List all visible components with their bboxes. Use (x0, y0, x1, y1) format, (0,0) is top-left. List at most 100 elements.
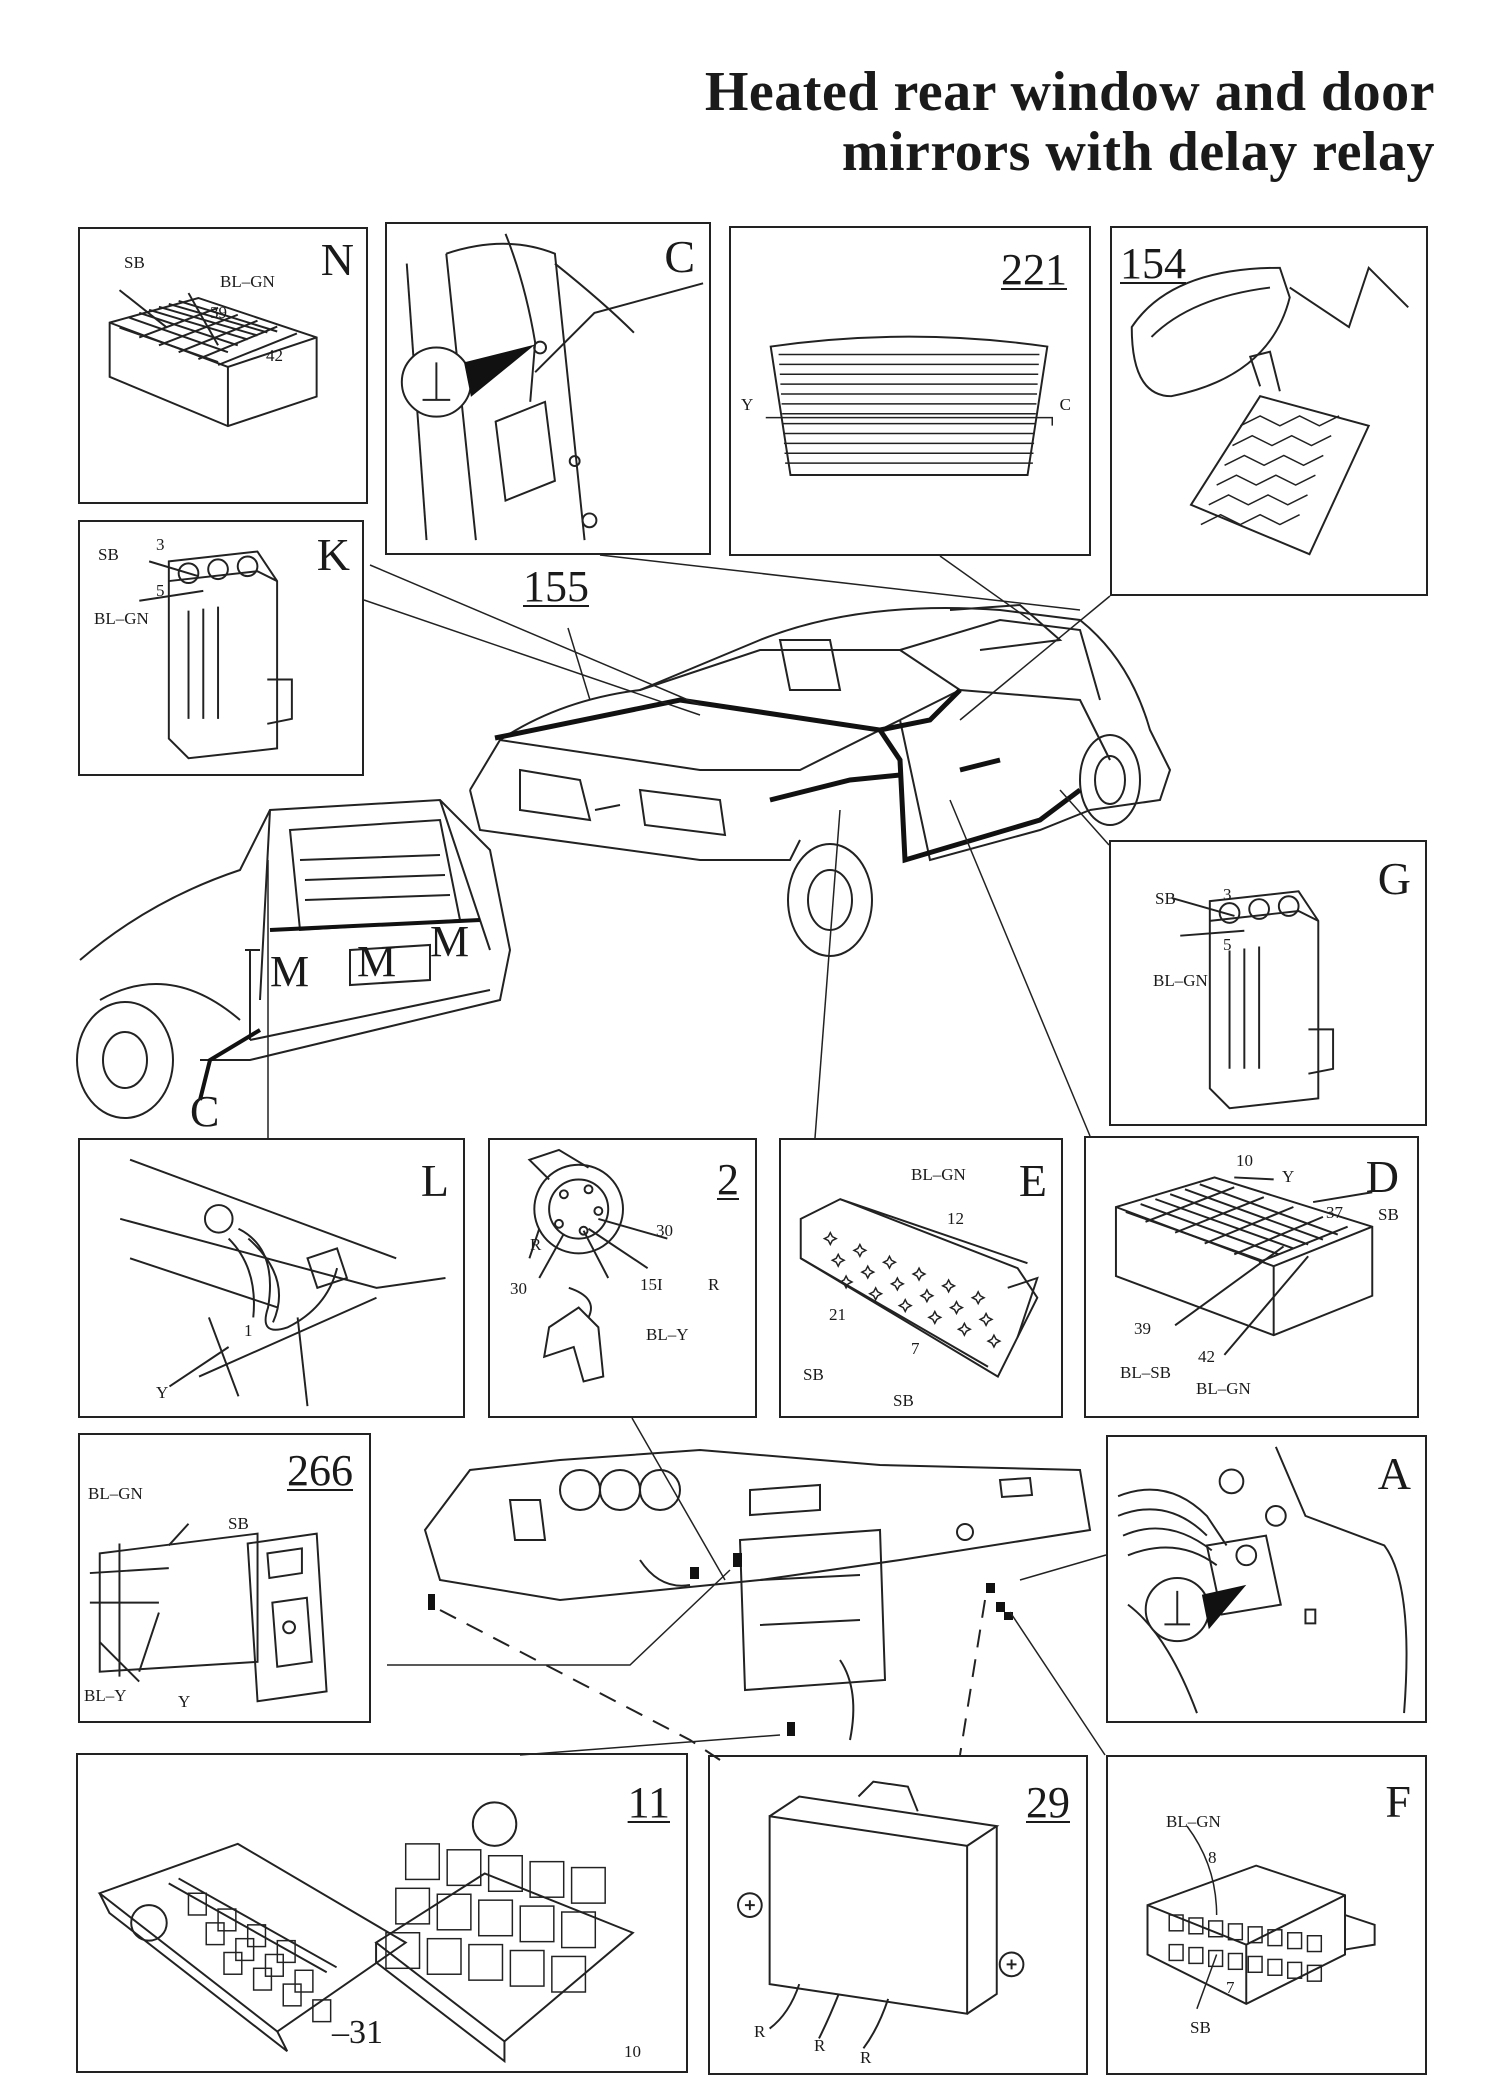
connector-cell (1188, 1946, 1204, 1965)
mirror-heater-drawing (1130, 265, 1409, 556)
connector-pin-socket (986, 1333, 1002, 1349)
relay-block (436, 1893, 472, 1931)
relay-block (395, 1887, 431, 1925)
pin-label-8: 8 (1208, 1848, 1217, 1867)
switch-drawing (89, 1523, 328, 1703)
relay-block (426, 1937, 462, 1975)
relay-block (560, 1911, 597, 1949)
connector-k-drawing (139, 550, 293, 760)
pin-label-7: 7 (1226, 1978, 1235, 1997)
wire-label-y: Y (1282, 1167, 1295, 1186)
pin-label-39: 39 (210, 303, 227, 322)
component-number: 11 (627, 1778, 670, 1827)
connector-pin-socket (868, 1286, 884, 1302)
panel-d-connector: D 10 Y 37 SB 39 42 BL–SB BL–GN (1084, 1136, 1419, 1418)
panel-letter: E (1018, 1155, 1047, 1206)
connector-pin-socket (927, 1309, 943, 1325)
wire-label-sb: SB (228, 1514, 249, 1533)
connector-pin-socket (830, 1252, 846, 1268)
title-line-2: mirrors with delay relay (841, 121, 1435, 183)
fuse-relay-box-drawing (97, 1801, 635, 2064)
rear-window-grid-drawing (765, 335, 1053, 476)
component-markers (428, 1553, 1013, 1736)
connector-cell (1207, 1949, 1224, 1968)
fuse-block (235, 1937, 255, 1962)
connector-pin-socket (919, 1288, 935, 1304)
connector-d-drawing (1114, 1176, 1374, 1356)
relay-block (404, 1843, 441, 1881)
connector-cell (1227, 1923, 1244, 1941)
fuse-block (294, 1969, 314, 1993)
connector-cell (1227, 1952, 1244, 1971)
connector-pin-socket (956, 1321, 972, 1337)
pin-label-42: 42 (266, 346, 283, 365)
wire-label-sb: SB (1190, 2018, 1211, 2037)
wire-label-y: Y (156, 1383, 169, 1402)
panel-letter: C (664, 231, 695, 282)
pin-label-5: 5 (156, 581, 165, 600)
pin-label-1: 1 (244, 1321, 253, 1340)
fuse-block (252, 1967, 273, 1991)
connector-cell (1247, 1955, 1263, 1974)
panel-29-delay-relay: 29 R R R (708, 1755, 1088, 2075)
heater-element-trace (1208, 494, 1308, 506)
fuse-block (223, 1951, 243, 1975)
dashed-leaders (439, 1599, 986, 1761)
panel-letter: A (1377, 1448, 1411, 1499)
fuse-block (217, 1908, 237, 1932)
connector-pin-socket (852, 1242, 868, 1258)
pin-label-30-left: 30 (510, 1279, 527, 1298)
connector-cell (1247, 1926, 1263, 1944)
pin-label-minus-31: –31 (332, 2014, 383, 2051)
pin-label-15i: 15I (640, 1275, 663, 1294)
ground-marker-m-2: M (357, 937, 397, 986)
fuse-block (246, 1924, 267, 1948)
wire-label-r-2: R (814, 2036, 826, 2055)
connector-pin-socket (911, 1266, 927, 1282)
pin-label-3: 3 (1223, 885, 1232, 904)
wire-label-bl-gn: BL–GN (911, 1165, 966, 1184)
panel-l-tailgate-harness: L Y 1 (78, 1138, 465, 1418)
fuse-block (264, 1953, 284, 1977)
connector-pin-socket (881, 1254, 898, 1270)
connector-cell (1306, 1934, 1323, 1953)
panel-a-ground-point: A (1106, 1435, 1427, 1723)
wire-label-bl-gn: BL–GN (88, 1484, 143, 1503)
wire-label-r-left: R (530, 1235, 542, 1254)
wire-label-bl-y: BL–Y (84, 1686, 127, 1705)
wire-label-bl-y: BL–Y (646, 1325, 689, 1344)
panel-e-connector: E BL–GN 12 21 7 SB SB (779, 1138, 1063, 1418)
connector-pin-socket (941, 1278, 957, 1294)
wire-label-sb: SB (1378, 1205, 1399, 1224)
panel-letter: L (420, 1155, 449, 1206)
connector-f-drawing (1146, 1825, 1376, 2010)
delay-relay-drawing (737, 1780, 1025, 2049)
fuse-block (276, 1939, 296, 1964)
relay-block (551, 1955, 587, 1993)
panel-letter: N (320, 234, 354, 285)
connector-cell (1168, 1914, 1184, 1932)
wire-label-bl-gn: BL–GN (1166, 1812, 1221, 1831)
connector-cell (1188, 1917, 1204, 1935)
component-number: 29 (1026, 1778, 1070, 1827)
component-number: 266 (287, 1446, 353, 1495)
connector-pin-socket (838, 1274, 854, 1290)
ground-marker-c: C (190, 1087, 220, 1136)
ground-marker-m-1: M (270, 947, 310, 996)
relay-block (509, 1949, 545, 1987)
wire-label-sb: SB (124, 253, 145, 272)
component-number: 2 (717, 1155, 739, 1204)
ground-bolt-drawing (1117, 1446, 1408, 1714)
wire-label-bl-sb: BL–SB (1120, 1363, 1172, 1382)
connector-pin-socket (948, 1300, 965, 1316)
pin-label-37: 37 (1326, 1203, 1343, 1222)
heater-element-trace (1224, 454, 1324, 467)
panel-k-connector: K SB 3 5 BL–GN (78, 520, 364, 776)
connector-cell (1267, 1958, 1283, 1976)
panel-n-connector: N SB BL–GN 39 42 (78, 227, 368, 504)
component-number-155: 155 (523, 562, 589, 611)
wire-label-sb-left: SB (803, 1365, 824, 1384)
connector-pin-socket (978, 1311, 994, 1327)
heater-element-trace (1232, 434, 1332, 447)
relay-block (570, 1866, 606, 1904)
